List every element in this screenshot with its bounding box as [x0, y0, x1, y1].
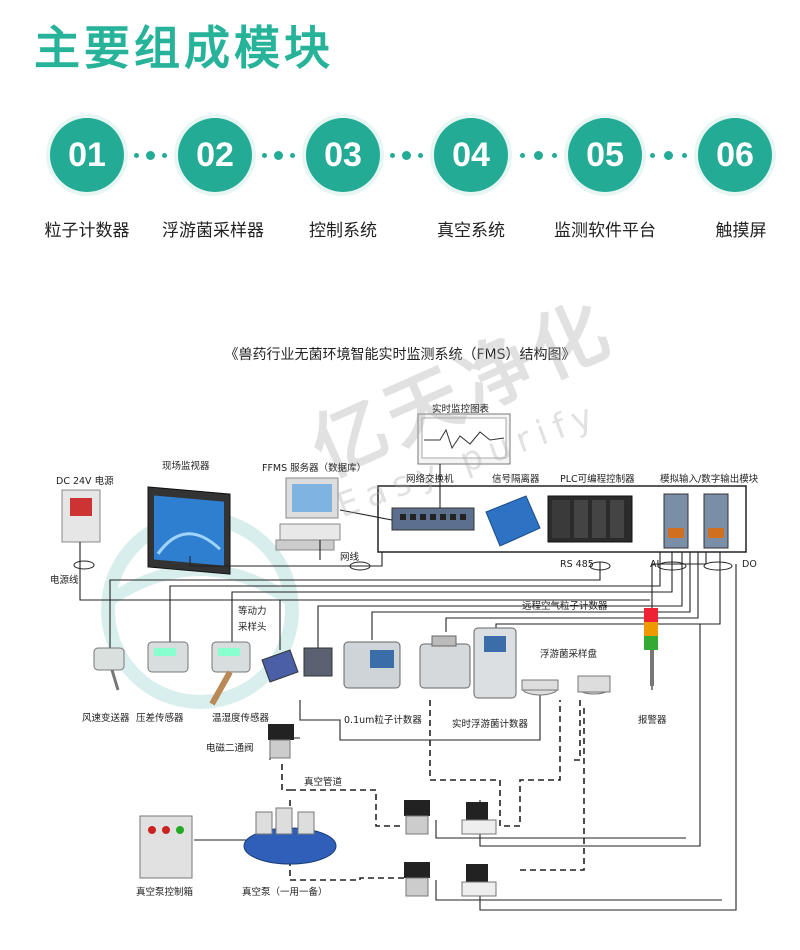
step-label: 粒子计数器 [44, 221, 130, 241]
realtime-chart-screen [417, 413, 511, 465]
label-realtime-plankton: 实时浮游菌计数器 [452, 719, 529, 730]
flow-meter [461, 864, 497, 897]
step-number: 06 [698, 118, 772, 192]
label-field-monitor: 现场监视器 [162, 461, 210, 472]
label-solenoid: 电磁二通阀 [206, 743, 254, 754]
realtime-plankton-counter [473, 627, 517, 699]
signal-isolator [485, 495, 541, 547]
step-label: 监测软件平台 [554, 221, 656, 241]
connector-dots [648, 151, 696, 160]
step-label: 控制系统 [309, 221, 377, 241]
label-vacuum-pump: 真空泵（一用一备） [242, 887, 328, 898]
label-vacuum-pipe: 真空管道 [304, 777, 343, 788]
page-title: 主要组成模块 [34, 21, 334, 75]
label-isolator: 信号隔离器 [492, 474, 540, 485]
connector-dots [516, 151, 566, 160]
step-number: 05 [568, 118, 642, 192]
diagram-title: 《兽药行业无菌环境智能实时监测系统（FMS）结构图》 [224, 347, 576, 363]
vacuum-pump [243, 807, 337, 865]
label-counter-01um: 0.1um粒子计数器 [344, 715, 422, 726]
vacuum-control-box [139, 815, 193, 879]
label-pressure-sensor: 压差传感器 [136, 713, 184, 724]
label-isokinetic: 等动力 采样头 [238, 606, 267, 633]
label-vacuum-box: 真空泵控制箱 [136, 887, 194, 898]
step-label: 浮游菌采样器 [162, 221, 264, 241]
label-server: FFMS 服务器（数据库） [262, 463, 367, 474]
label-ai: AI [650, 559, 660, 570]
io-modules [663, 493, 729, 549]
label-switch: 网络交换机 [406, 474, 454, 485]
connector-dots [388, 151, 432, 160]
label-power-line: 电源线 [50, 575, 79, 586]
flow-meter [461, 802, 497, 835]
dc-power-supply [61, 489, 101, 543]
label-dc-power: DC 24V 电源 [56, 476, 114, 487]
control-cabinet-frame [377, 485, 747, 553]
particle-counter-01um [343, 641, 401, 689]
isokinetic-probe [261, 649, 299, 683]
label-remote-counter: 远程空气粒子计数器 [522, 601, 608, 612]
label-alarm: 报警器 [638, 715, 667, 726]
cable-markers [73, 560, 733, 571]
label-realtime-chart: 实时监控图表 [432, 404, 490, 415]
plankton-dishes [521, 675, 611, 696]
vacuum-pipes [281, 700, 585, 881]
label-rs485: RS 485 [560, 559, 594, 570]
solenoid-valve [404, 800, 430, 835]
temp-humidity-sensor [209, 641, 251, 706]
pressure-sensor [147, 641, 189, 673]
solenoid-valve [268, 724, 294, 759]
connector-dots [132, 151, 176, 160]
connector-dots [260, 151, 304, 160]
step-number: 03 [306, 118, 380, 192]
field-monitor [147, 486, 231, 575]
label-temp-humidity: 温湿度传感器 [212, 713, 270, 724]
label-io-module: 模拟输入/数字输出模块 [660, 474, 759, 485]
plankton-sampler [419, 635, 471, 689]
server-pc [275, 477, 341, 551]
plc-controller [547, 495, 633, 543]
remote-particle-counter [303, 647, 333, 677]
step-number: 02 [178, 118, 252, 192]
label-plankton-dish: 浮游菌采样盘 [540, 649, 598, 660]
step-label: 触摸屏 [715, 221, 767, 241]
wind-speed-transmitter [93, 647, 125, 691]
step-number: 04 [434, 118, 508, 192]
solenoid-valve [404, 862, 430, 897]
label-do: DO [742, 559, 757, 570]
network-switch [391, 507, 475, 531]
label-plc: PLC可编程控制器 [560, 474, 635, 485]
label-wind-transmitter: 风速变送器 [82, 713, 130, 724]
alarm-light [644, 608, 658, 686]
step-label: 真空系统 [437, 221, 505, 241]
step-number: 01 [50, 118, 124, 192]
label-network-line: 网线 [340, 552, 360, 563]
